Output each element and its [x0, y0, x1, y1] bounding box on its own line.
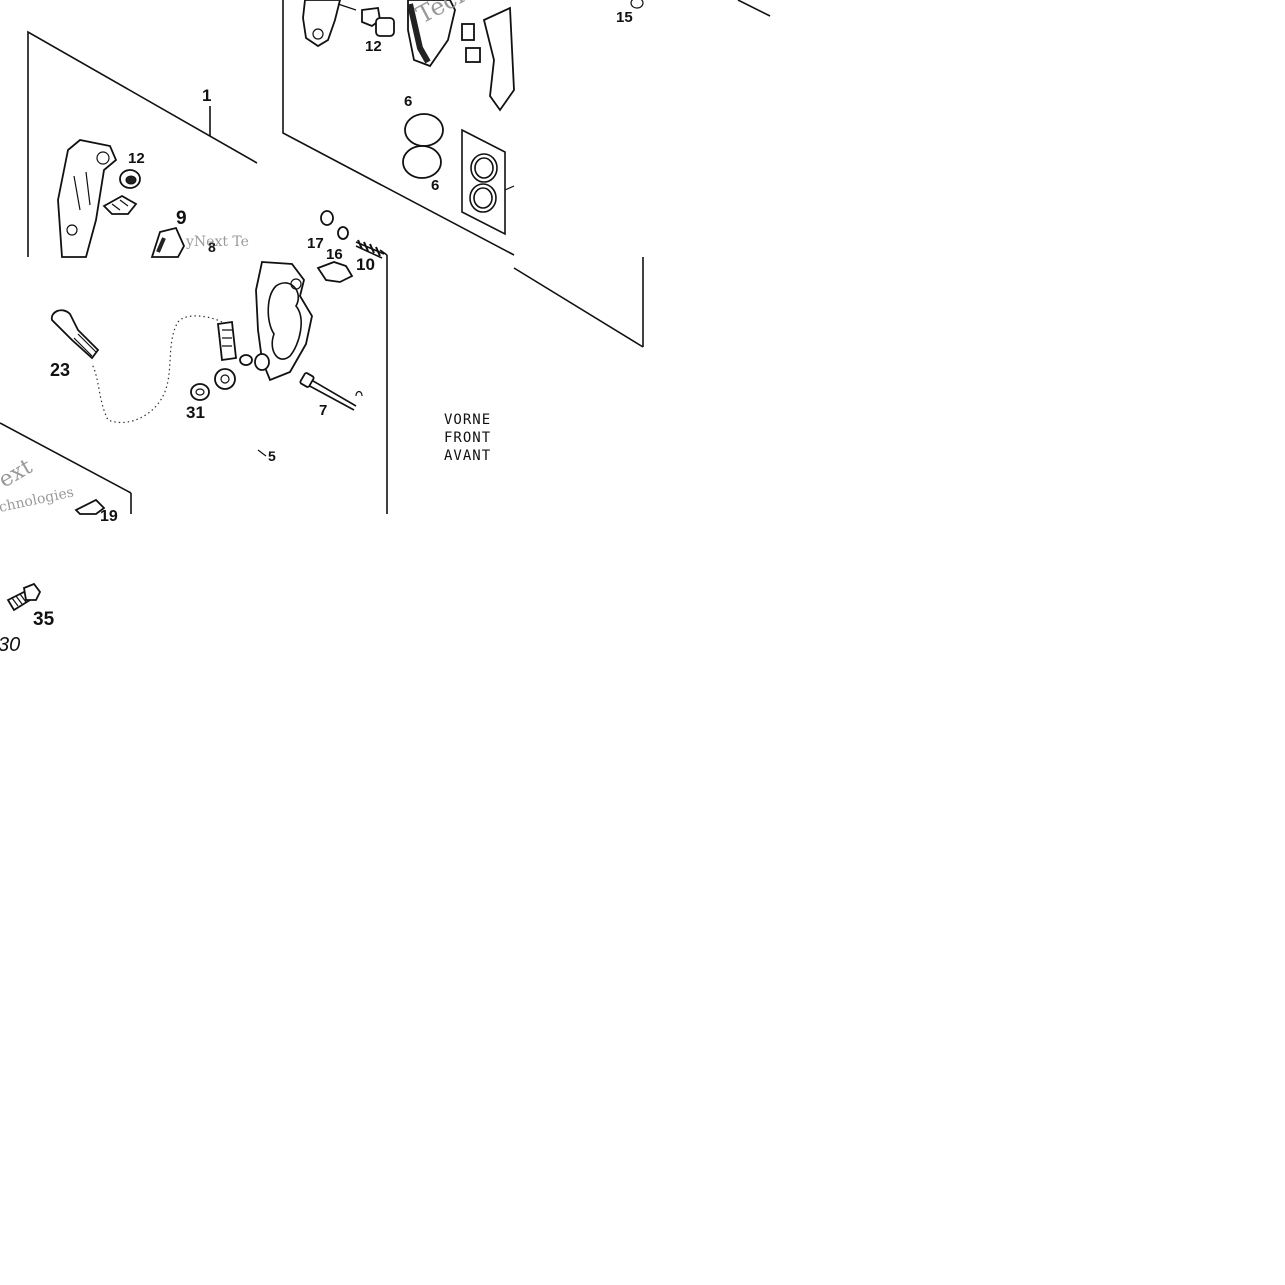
- panel-mounting-bracket: 1 12 9 8 yNext Te: [27, 30, 258, 258]
- seal-ring: [470, 153, 498, 183]
- part-pin: [337, 3, 357, 11]
- panel-outline: [379, 249, 388, 256]
- direction-label: VORNE FRONT AVANT: [444, 412, 491, 464]
- callout-17: 17: [307, 235, 324, 252]
- retaining-clip: [355, 390, 363, 397]
- bracket-arm-part: [302, 0, 341, 48]
- washer-part-31: [190, 383, 210, 401]
- callout-12: 12: [365, 38, 382, 55]
- callout-8: 8: [208, 239, 216, 255]
- panel-caliper-body: 17 16 10 23 31 7 5 19 ext chnologies: [0, 210, 388, 525]
- bracket-rib: [73, 171, 91, 211]
- callout-7: 7: [319, 402, 327, 419]
- callout-30: 30: [0, 634, 20, 656]
- seal-ring: [474, 157, 494, 179]
- banjo-eye-part: [214, 368, 236, 390]
- washer-bore: [195, 388, 205, 396]
- ring-part-15: [630, 0, 644, 9]
- panel-outline: [27, 30, 258, 257]
- fitting-part-19: [74, 498, 106, 515]
- o-ring-part: [239, 354, 253, 366]
- hose-fitting-detail: [222, 329, 232, 347]
- banjo-bolt-head-35: [22, 582, 42, 601]
- caliper-plug: [254, 353, 270, 371]
- hose-fitting-part: [217, 320, 237, 362]
- piston-part-6: [404, 113, 444, 147]
- washer-part-17: [320, 210, 334, 226]
- leader-line: [257, 449, 267, 457]
- bleed-screw-thread: [357, 239, 381, 257]
- banjo-bolt-thread: [11, 593, 27, 607]
- watermark-text: ext: [0, 454, 37, 493]
- seal-ring: [469, 183, 497, 213]
- callout-31: 31: [186, 403, 205, 422]
- callout-23: 23: [50, 360, 70, 380]
- panel-outline: [513, 267, 644, 348]
- piston-plate-part: [482, 6, 515, 112]
- pin-head-7: [299, 372, 315, 388]
- callout-19: 19: [100, 508, 118, 525]
- panel-outline: [282, 0, 515, 256]
- seal-kit-box: [461, 128, 506, 236]
- banjo-eye-bore: [220, 374, 230, 384]
- callout-15: 15: [616, 9, 633, 26]
- bolt-head-12: [375, 17, 395, 37]
- callout-6: 6: [431, 177, 439, 194]
- caliper-piston-bore: [267, 282, 302, 360]
- bracket-hole: [66, 224, 78, 236]
- seal-ring: [473, 187, 493, 209]
- callout-35: 35: [33, 609, 55, 630]
- callout-9: 9: [176, 208, 187, 229]
- direction-front: FRONT: [444, 430, 491, 446]
- hose-end-part-23: [50, 309, 100, 360]
- clip-part: [102, 194, 138, 215]
- clip-part: [461, 23, 475, 41]
- callout-10: 10: [356, 255, 375, 274]
- caliper-port: [290, 278, 302, 290]
- callout-6: 6: [404, 93, 412, 110]
- pad-spring-detail: [156, 237, 166, 253]
- pad-friction-surface: [407, 3, 431, 64]
- direction-vorne: VORNE: [444, 412, 491, 428]
- leader-line: [504, 185, 515, 191]
- piston-part-6: [402, 145, 442, 179]
- clip-part: [465, 47, 481, 63]
- pin-part-7: [305, 377, 357, 411]
- sleeve-bore: [125, 175, 137, 185]
- callout-1: 1: [202, 86, 211, 105]
- brake-hose-line: [91, 315, 223, 424]
- panel-banjo-bolt: 35 30: [0, 582, 55, 656]
- panel-caliper-internals: 12 15 6 6 Techn: [282, 0, 771, 348]
- washer-part-16: [337, 226, 349, 240]
- pad-spring-part-9: [150, 226, 186, 258]
- callout-5: 5: [268, 448, 276, 464]
- panel-outline: [737, 0, 771, 17]
- bracket-hole: [312, 28, 324, 40]
- callout-16: 16: [326, 246, 343, 263]
- callout-12: 12: [128, 150, 145, 167]
- panel-outline: [0, 422, 132, 494]
- clip-detail: [111, 199, 129, 211]
- direction-avant: AVANT: [444, 448, 491, 464]
- banjo-fitting-part: [316, 261, 354, 283]
- bracket-hole: [96, 151, 110, 165]
- bracket-part-1: [57, 139, 118, 258]
- hose-end-detail: [73, 333, 97, 357]
- watermark-text: yNext Te: [185, 234, 249, 250]
